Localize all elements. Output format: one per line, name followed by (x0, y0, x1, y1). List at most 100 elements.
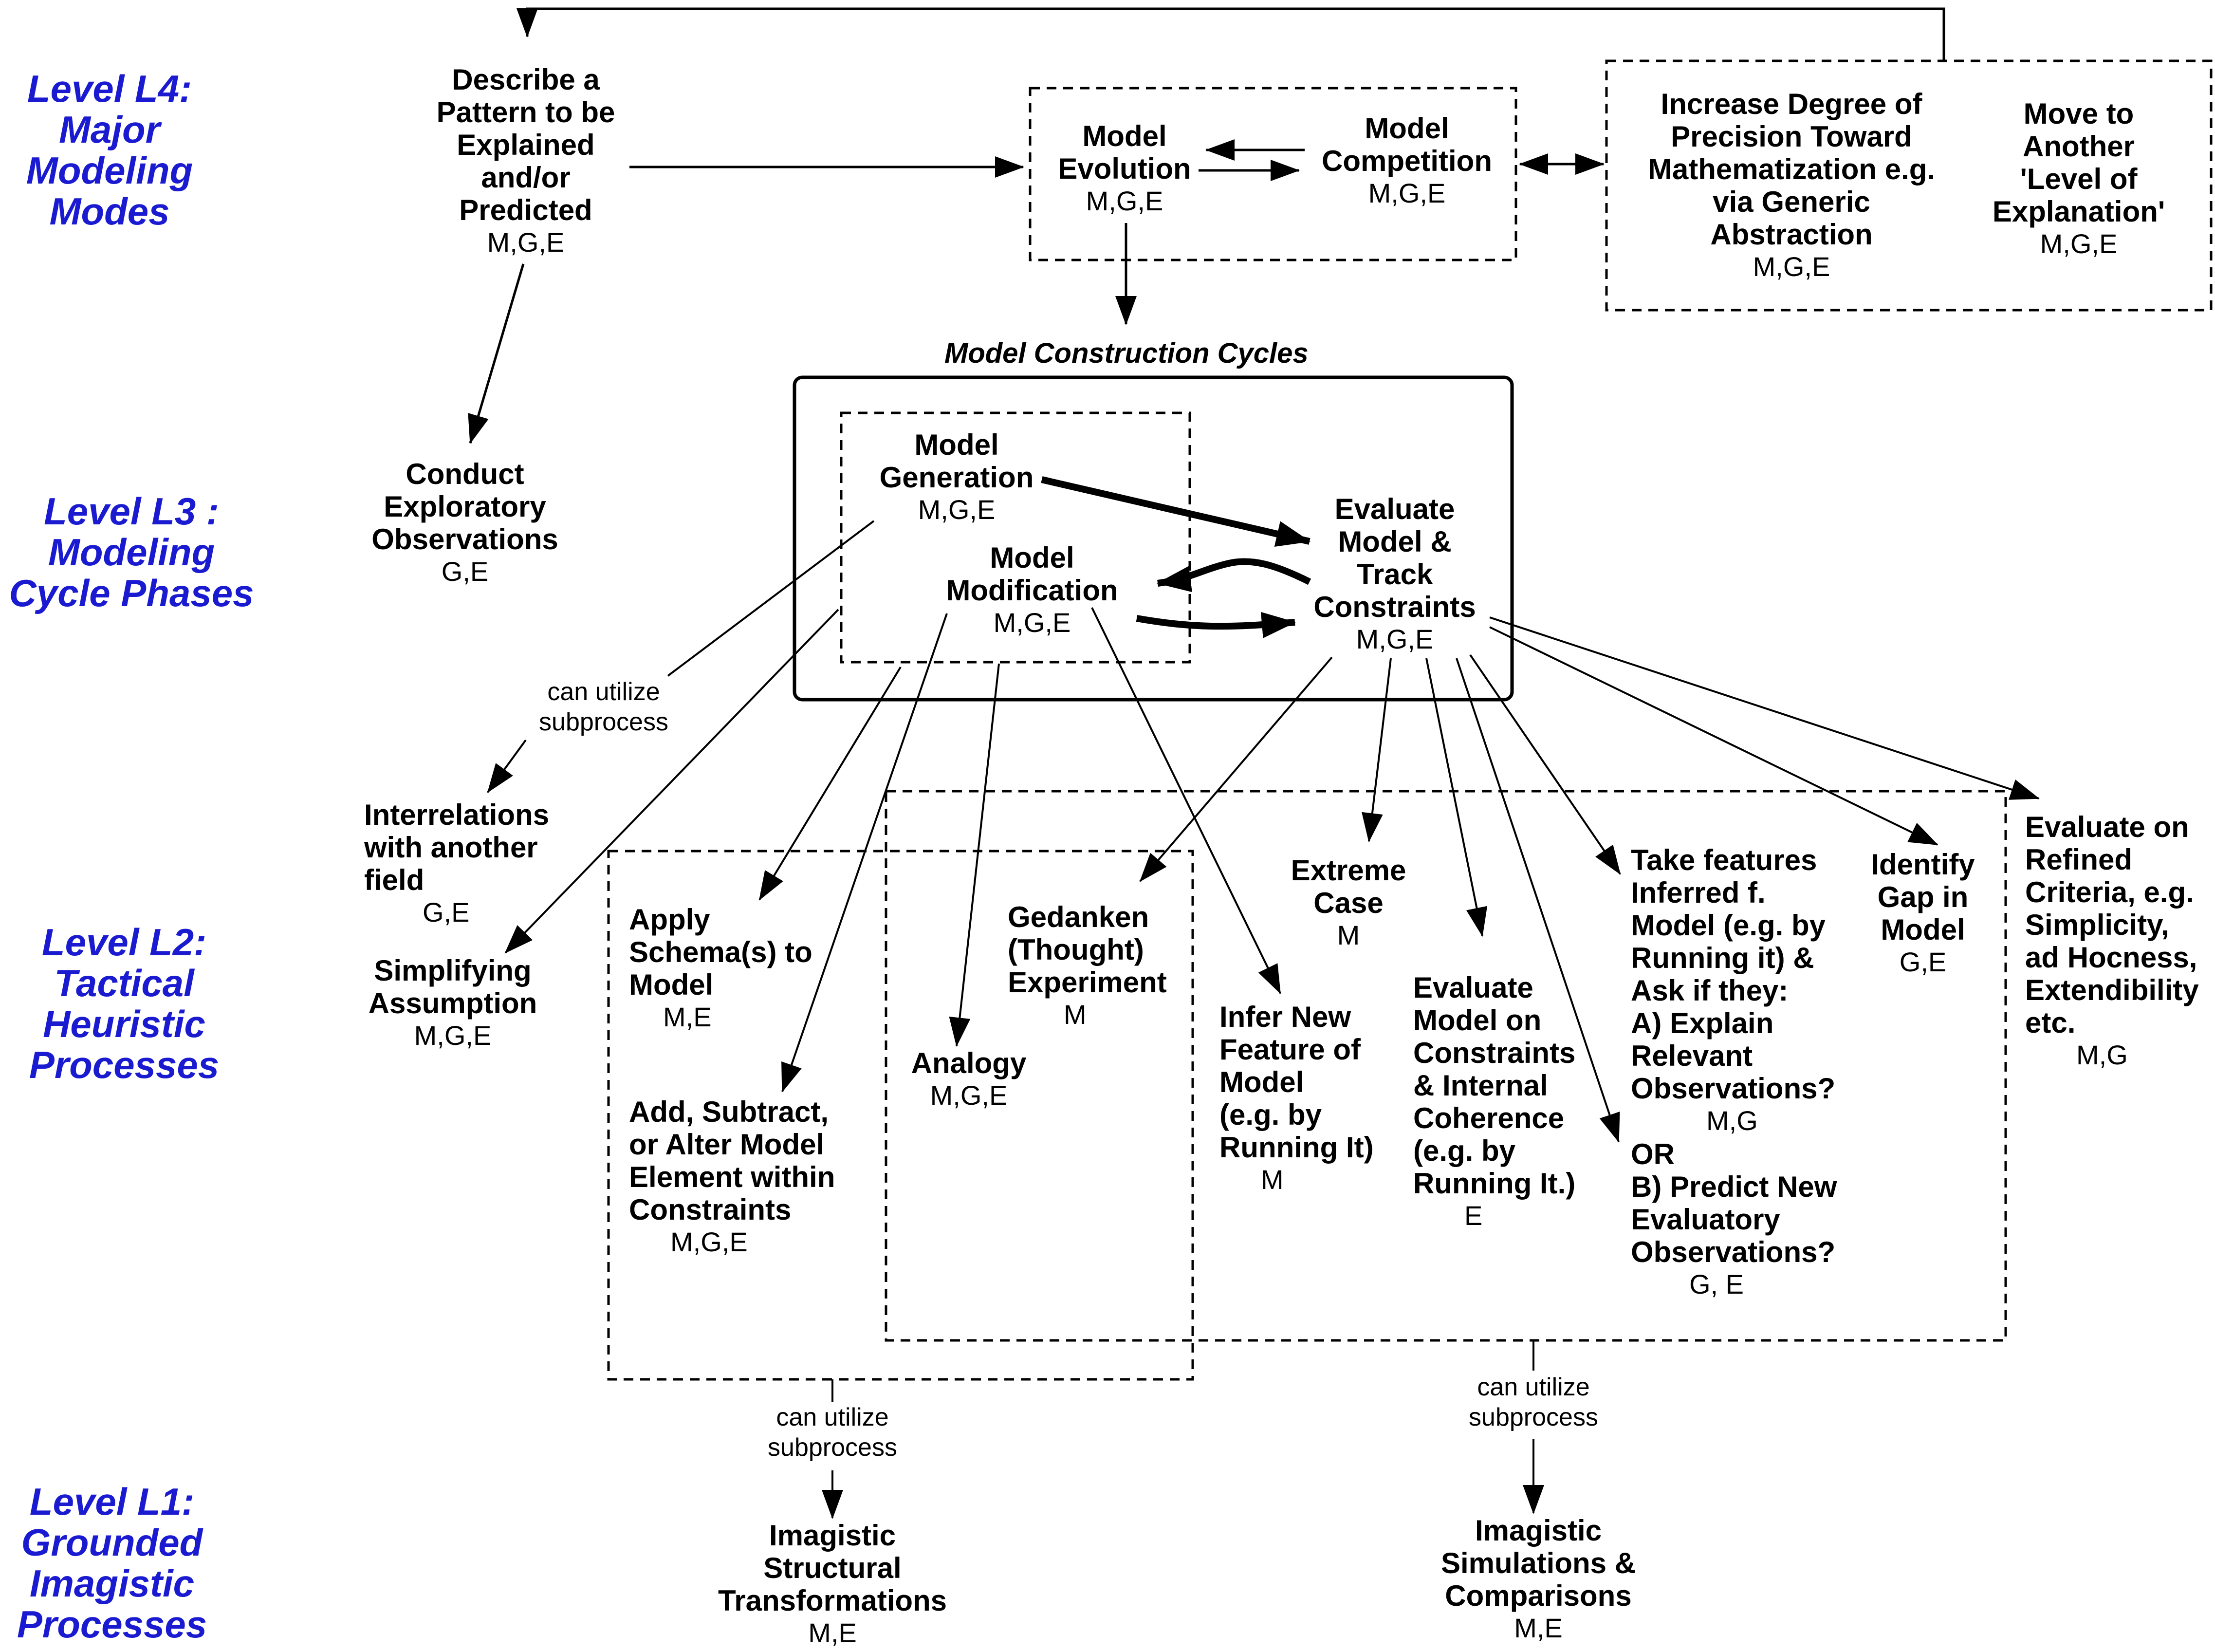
arrow-subprocess-to-interrelations (487, 739, 527, 793)
node-add-subtract: Add, Subtract, or Alter Model Element wi… (629, 1095, 863, 1258)
subprocess-label-top: can utilize subprocess (506, 677, 701, 737)
evaluate-model-line-4: Constraints (1313, 591, 1476, 623)
refined-line-5: ad Hocness, (2025, 941, 2197, 974)
describe-line-3: Explained (457, 129, 595, 161)
exploratory-line-2: Exploratory (384, 490, 546, 523)
level-l3-line-1: Level L3 : (44, 490, 219, 533)
exploratory-line-1: Conduct (406, 458, 524, 490)
node-gedanken: Gedanken (Thought) Experiment M (1008, 901, 1202, 1031)
structural-line-1: Imagistic (769, 1519, 896, 1552)
simplifying-line-2: Assumption (368, 987, 537, 1020)
precision-code: M,G,E (1753, 251, 1830, 282)
evaluate-constraints-line-2: Model on (1413, 1004, 1542, 1037)
or-predict-line-2: B) Predict New (1631, 1170, 1837, 1203)
level-l2-line-1: Level L2: (41, 921, 207, 964)
evaluate-constraints-line-5: Coherence (1413, 1102, 1565, 1134)
model-modification-line-2: Modification (946, 574, 1118, 607)
arrow-modification-to-apply-schema (758, 666, 902, 901)
gedanken-line-1: Gedanken (1008, 901, 1149, 933)
node-or-predict: OR B) Predict New Evaluatory Observation… (1631, 1138, 1855, 1300)
infer-line-4: (e.g. by (1219, 1098, 1322, 1131)
heuristics-left-box (607, 850, 1194, 1381)
structural-line-3: Transformations (718, 1584, 947, 1617)
model-construction-cycles-caption: Model Construction Cycles (944, 337, 1309, 369)
level-l3-line-2: Modeling (48, 531, 215, 574)
level-l4-line-2: Major (58, 108, 161, 151)
simulations-code: M,E (1514, 1613, 1563, 1643)
interrelations-line-2: with another (364, 831, 538, 864)
node-analogy: Analogy M,G,E (896, 1047, 1042, 1112)
or-predict-line-4: Observations? (1631, 1236, 1836, 1268)
node-infer-new-feature: Infer New Feature of Model (e.g. by Runn… (1219, 1001, 1395, 1196)
level-l1-line-2: Grounded (21, 1521, 203, 1564)
add-subtract-line-3: Element within (629, 1161, 835, 1193)
identify-gap-code: G,E (1899, 947, 1947, 977)
describe-line-1: Describe a (452, 63, 600, 96)
node-take-features: Take features Inferred f. Model (e.g. by… (1631, 844, 1855, 1137)
identify-gap-line-2: Gap in (1877, 881, 1969, 913)
subprocess-left-line-1: can utilize (776, 1403, 889, 1431)
precision-move-level-box (1605, 59, 2213, 312)
subprocess-label-right: can utilize subprocess (1436, 1372, 1631, 1432)
model-evolution-code: M,G,E (1086, 186, 1163, 216)
infer-line-3: Model (1219, 1066, 1304, 1098)
subprocess-top-line-2: subprocess (539, 708, 668, 736)
level-l3-label: Level L3 : Modeling Cycle Phases (0, 491, 263, 613)
level-l2-line-4: Processes (29, 1043, 220, 1086)
evaluate-constraints-code: E (1464, 1200, 1483, 1231)
arrow-modification-to-add-subtract (781, 613, 948, 1093)
node-exploratory-observations: Conduct Exploratory Observations G,E (355, 458, 574, 588)
simulations-line-2: Simulations & (1440, 1547, 1636, 1579)
simulations-line-3: Comparisons (1445, 1579, 1632, 1612)
or-predict-line-1: OR (1631, 1138, 1675, 1170)
evaluate-constraints-line-3: Constraints (1413, 1037, 1576, 1069)
level-l3-line-3: Cycle Phases (9, 572, 254, 614)
take-features-line-1: Take features (1631, 844, 1817, 876)
level-l2-label: Level L2: Tactical Heuristic Processes (7, 922, 241, 1085)
infer-line-1: Infer New (1219, 1001, 1351, 1033)
take-features-line-6: A) Explain (1631, 1007, 1774, 1039)
arrow-modification-to-evaluate (1136, 612, 1296, 638)
or-predict-line-3: Evaluatory (1631, 1203, 1780, 1236)
apply-schema-code: M,E (663, 1002, 712, 1032)
level-l1-line-3: Imagistic (29, 1562, 195, 1605)
arrow-generation-to-interrelations (667, 520, 875, 677)
arrow-evaluate-to-identify-gap (1489, 626, 1938, 846)
take-features-line-3: Model (e.g. by (1631, 909, 1826, 942)
take-features-line-4: Running it) & (1631, 942, 1814, 974)
take-features-line-2: Inferred f. (1631, 876, 1766, 909)
describe-line-2: Pattern to be (436, 96, 615, 129)
arrow-evaluate-to-take-features (1469, 654, 1621, 875)
evaluate-model-code: M,G,E (1356, 624, 1434, 654)
refined-code: M,G (2076, 1039, 2128, 1070)
level-l4-label: Level L4: Major Modeling Modes (7, 68, 212, 232)
level-l2-line-3: Heuristic (43, 1002, 205, 1045)
evaluate-model-line-3: Track (1356, 558, 1433, 591)
arrow-evaluate-to-gedanken (1139, 656, 1333, 882)
generation-modification-box (840, 411, 1191, 664)
node-describe-pattern: Describe a Pattern to be Explained and/o… (419, 63, 633, 259)
node-apply-schema: Apply Schema(s) to Model M,E (629, 903, 833, 1033)
infer-code: M (1261, 1164, 1284, 1195)
model-competition-line-1: Model (1365, 112, 1449, 145)
add-subtract-code: M,G,E (670, 1226, 748, 1257)
refined-line-7: etc. (2025, 1006, 2076, 1039)
extreme-case-code: M (1337, 920, 1360, 950)
precision-line-4: via Generic (1713, 186, 1870, 218)
arrow-describe-to-exploratory (468, 263, 525, 444)
extreme-case-line-2: Case (1313, 887, 1384, 919)
evaluate-constraints-line-4: & Internal (1413, 1069, 1548, 1102)
describe-line-4: and/or (481, 161, 571, 194)
precision-line-3: Mathematization e.g. (1647, 153, 1936, 186)
evaluate-constraints-line-6: (e.g. by (1413, 1134, 1516, 1167)
arrow-generation-to-evaluate (1041, 476, 1311, 547)
refined-line-6: Extendibility (2025, 974, 2199, 1006)
node-increase-precision: Increase Degree of Precision Toward Math… (1626, 88, 1957, 283)
level-l4-line-3: Modeling (26, 149, 193, 192)
model-evolution-line-2: Evolution (1058, 152, 1191, 185)
simplifying-code: M,G,E (414, 1020, 492, 1051)
add-subtract-line-4: Constraints (629, 1193, 792, 1226)
node-evaluate-constraints: Evaluate Model on Constraints & Internal… (1413, 971, 1608, 1232)
gedanken-line-3: Experiment (1008, 966, 1167, 999)
